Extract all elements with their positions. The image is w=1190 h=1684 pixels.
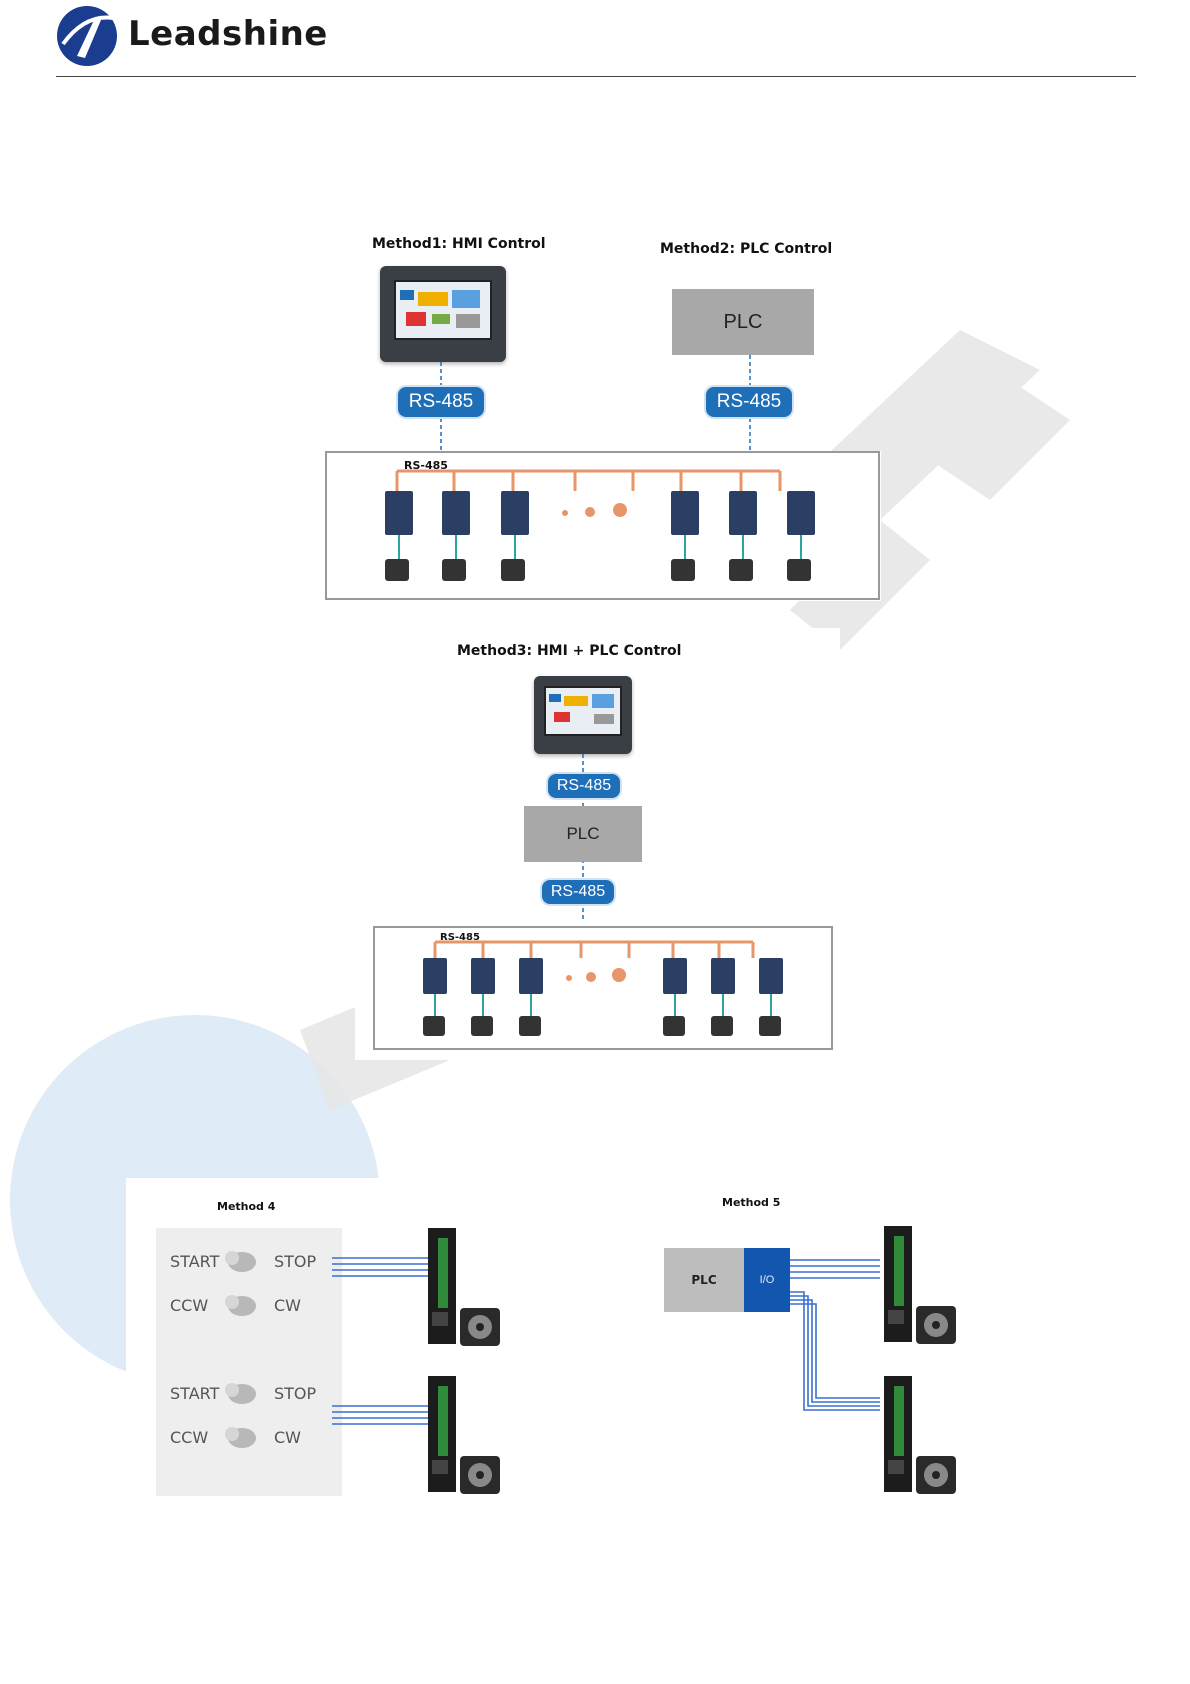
rs485-badge-method2: RS-485 xyxy=(706,387,792,417)
header-divider xyxy=(56,76,1136,77)
driver-motor-icon-m4-1 xyxy=(424,1224,508,1350)
hmi-panel-method3 xyxy=(534,676,632,754)
method5-title: Method 5 xyxy=(722,1196,780,1209)
rs485-badge-method1: RS-485 xyxy=(398,387,484,417)
leadshine-logo-icon xyxy=(55,4,123,68)
method1-title: Method1: HMI Control xyxy=(372,236,546,252)
network3-diagram xyxy=(373,926,835,1052)
method3-title: Method3: HMI + PLC Control xyxy=(457,643,681,659)
toggle-switch-icons xyxy=(156,1228,342,1496)
driver-motor-icon-m4-2 xyxy=(424,1372,508,1498)
network1-diagram xyxy=(325,451,885,603)
hmi-screen-method3 xyxy=(544,686,622,736)
driver-motor-icon-m5-1 xyxy=(880,1222,964,1348)
rs485-badge-method3-bottom: RS-485 xyxy=(542,880,614,904)
plc-label-method5: PLC xyxy=(691,1273,716,1287)
plc-box-method2: PLC xyxy=(672,289,814,355)
method5-wiring xyxy=(790,1240,890,1420)
method4-title: Method 4 xyxy=(217,1200,275,1213)
rs485-badge-method3-top: RS-485 xyxy=(548,774,620,798)
method2-title: Method2: PLC Control xyxy=(660,241,832,257)
driver-motor-icon-m5-2 xyxy=(880,1372,964,1498)
hmi-screen xyxy=(394,280,492,340)
plc-box-method3: PLC xyxy=(524,806,642,862)
network1-bus-label: RS-485 xyxy=(404,459,448,472)
plc-box-method5: PLC xyxy=(664,1248,744,1312)
io-block: I/O xyxy=(744,1248,790,1312)
brand-name: Leadshine xyxy=(128,14,328,54)
network3-bus-label: RS-485 xyxy=(440,932,480,943)
hmi-panel xyxy=(380,266,506,362)
switch-panel: START STOP CCW CW START STOP CCW CW xyxy=(156,1228,342,1496)
